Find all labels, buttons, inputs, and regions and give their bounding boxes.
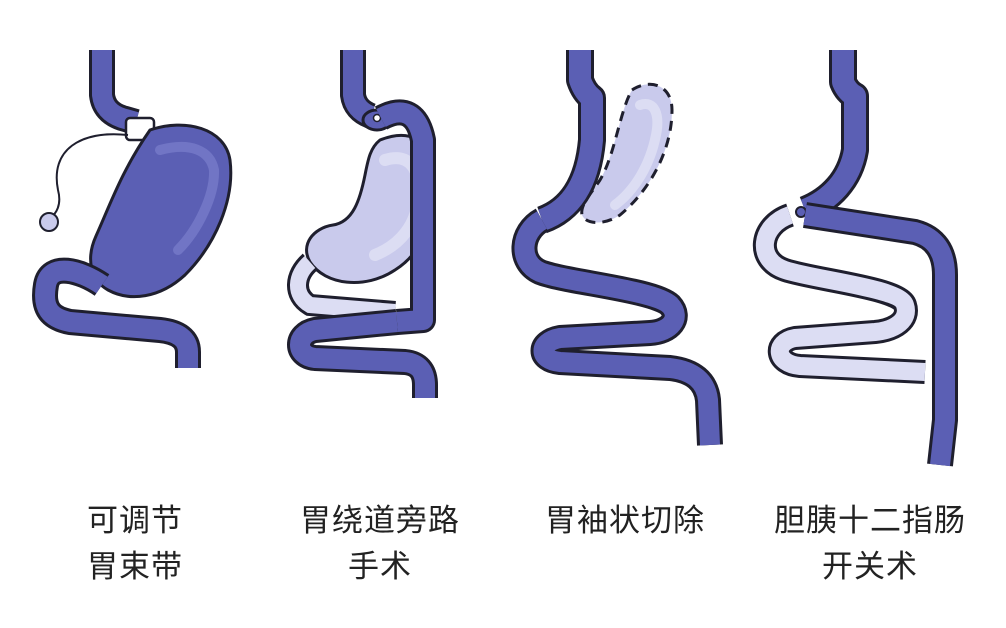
caption-line: 开关术 — [822, 549, 918, 585]
caption-line: 手术 — [348, 549, 412, 585]
caption-line: 胃绕道旁路 — [300, 503, 460, 539]
caption-duodenal-switch: 胆胰十二指肠 开关术 — [745, 498, 995, 590]
gastric-band-illustration — [32, 50, 233, 368]
caption-gastric-bypass: 胃绕道旁路 手术 — [255, 498, 505, 590]
caption-line: 胃袖状切除 — [545, 503, 705, 539]
caption-line: 可调节 — [87, 503, 183, 539]
access-port — [39, 212, 59, 232]
gastric-bypass-illustration — [287, 50, 438, 398]
sleeve-gastrectomy-illustration — [511, 50, 723, 446]
duodenal-switch-illustration — [753, 50, 958, 467]
caption-line: 胃束带 — [87, 549, 183, 585]
stomach — [89, 123, 233, 299]
band-tube — [49, 133, 129, 219]
caption-line: 胆胰十二指肠 — [774, 503, 966, 539]
caption-gastric-band: 可调节 胃束带 — [10, 498, 260, 590]
caption-sleeve-gastrectomy: 胃袖状切除 — [500, 498, 750, 544]
removed-stomach-portion — [580, 82, 674, 224]
pylorus — [795, 206, 807, 218]
